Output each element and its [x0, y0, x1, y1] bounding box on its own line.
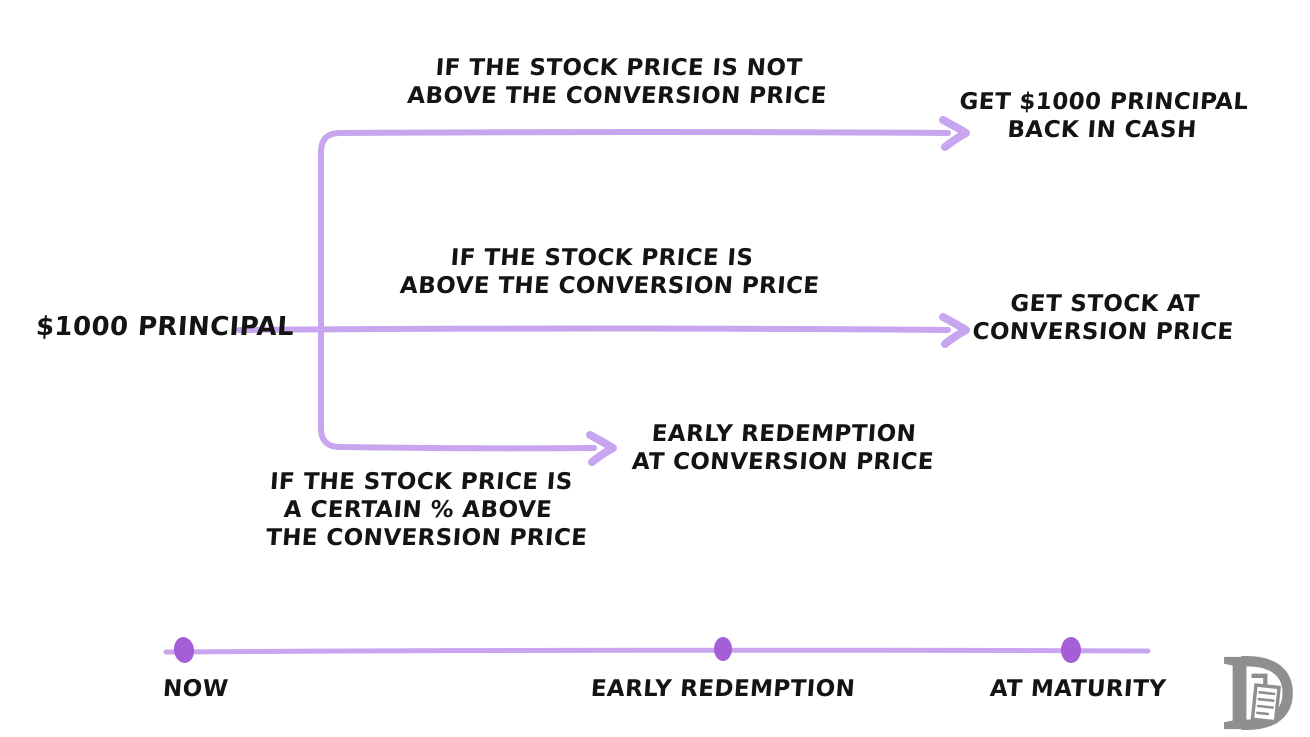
timeline-dot-early-redemption [714, 637, 732, 661]
arrowhead-top [939, 116, 970, 151]
condition-certain-percent-line1: IF THE STOCK PRICE IS [269, 469, 574, 495]
outcome-early-redemption: EARLY REDEMPTION AT CONVERSION PRICE [631, 420, 935, 476]
condition-above-line2: ABOVE THE CONVERSION PRICE [399, 273, 821, 299]
condition-certain-percent: IF THE STOCK PRICE IS A CERTAIN % ABOVE … [265, 468, 589, 552]
timeline-dot-now [173, 637, 195, 663]
timeline-label-at-maturity: AT MATURITY [989, 676, 1167, 702]
timeline-label-early-redemption: EARLY REDEMPTION [589, 676, 857, 702]
arrowhead-middle [939, 313, 970, 348]
outcome-cash-back-line2: BACK IN CASH [1006, 117, 1198, 143]
timeline-line [163, 647, 1151, 655]
condition-above: IF THE STOCK PRICE IS ABOVE THE CONVERSI… [399, 244, 821, 300]
outcome-early-redemption-line1: EARLY REDEMPTION [650, 421, 918, 447]
condition-not-above: IF THE STOCK PRICE IS NOT ABOVE THE CONV… [386, 54, 850, 110]
arrowhead-early [586, 431, 617, 466]
outcome-get-stock: GET STOCK AT CONVERSION PRICE [952, 290, 1256, 346]
outcome-get-stock-line2: CONVERSION PRICE [971, 319, 1235, 345]
condition-above-line1: IF THE STOCK PRICE IS [449, 245, 755, 271]
condition-not-above-line2: ABOVE THE CONVERSION PRICE [406, 83, 828, 109]
condition-not-above-line1: IF THE STOCK PRICE IS NOT [434, 55, 804, 81]
branch-spine-line [318, 129, 951, 452]
condition-certain-percent-line2: A CERTAIN % ABOVE [282, 497, 554, 523]
brand-logo-icon [1224, 656, 1293, 730]
main-line [236, 325, 951, 333]
timeline-label-now: NOW [162, 676, 230, 702]
outcome-cash-back: GET $1000 PRINCIPAL BACK IN CASH [951, 88, 1255, 144]
outcome-get-stock-line1: GET STOCK AT [1009, 291, 1201, 317]
outcome-cash-back-line1: GET $1000 PRINCIPAL [958, 89, 1250, 115]
timeline-dot-maturity [1061, 637, 1081, 663]
condition-certain-percent-line3: THE CONVERSION PRICE [265, 525, 589, 551]
start-principal-label: $1000 PRINCIPAL [34, 312, 296, 342]
outcome-early-redemption-line2: AT CONVERSION PRICE [631, 449, 935, 475]
brand-logo [1212, 650, 1298, 736]
